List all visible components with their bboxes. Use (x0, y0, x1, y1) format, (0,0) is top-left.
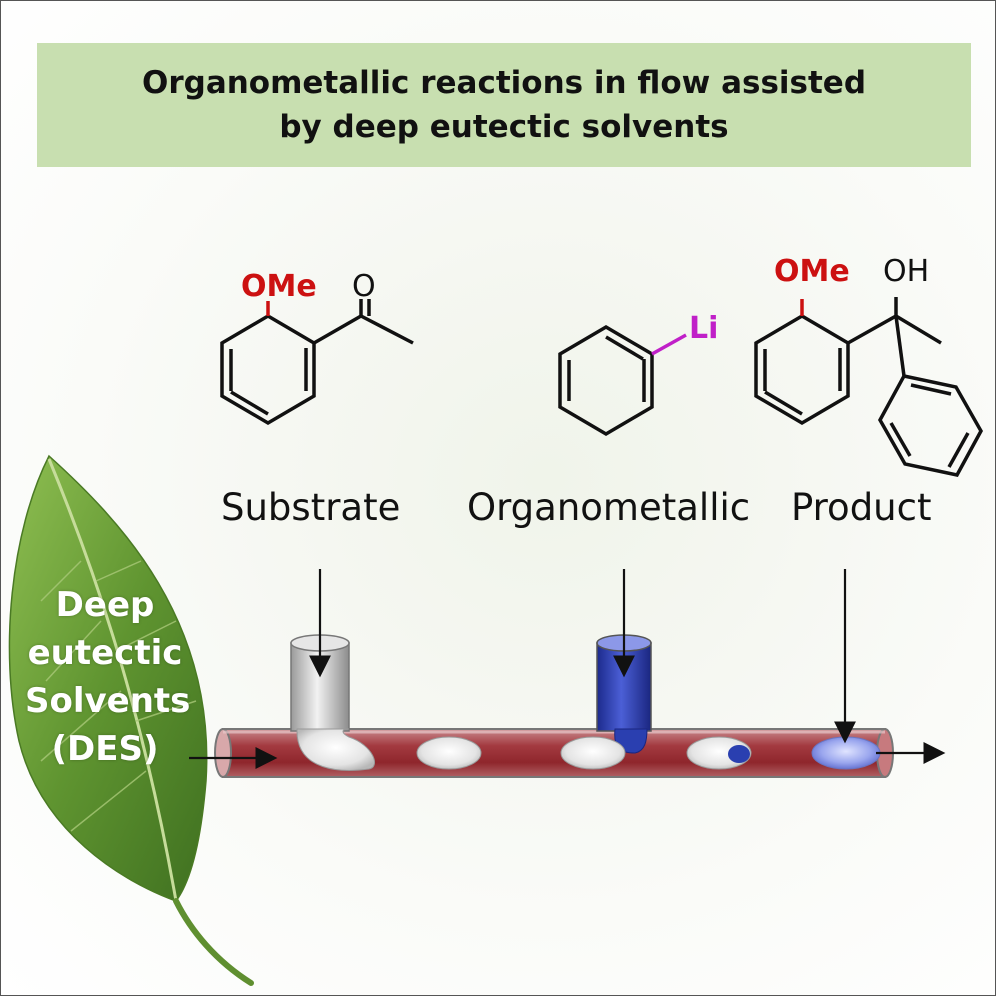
title-line-2: by deep eutectic solvents (279, 109, 729, 145)
substrate-ome-label: OMe (241, 269, 317, 304)
substrate-carbonyl-o-label: O (352, 269, 376, 304)
des-line-4: (DES) (51, 729, 159, 769)
leaf-illustration (8, 454, 254, 986)
product-oh-label: OH (883, 254, 930, 289)
organometallic-label: Organometallic (467, 486, 751, 529)
product-structure (754, 297, 984, 477)
product-label: Product (791, 486, 932, 529)
flow-arrows (189, 569, 946, 769)
substrate-inlet (290, 634, 375, 771)
title-line-1: Organometallic reactions in flow assiste… (141, 65, 867, 101)
substrate-structure (220, 299, 414, 426)
substrate-label: Substrate (221, 486, 401, 529)
title-banner: Organometallic reactions in flow assiste… (37, 43, 971, 167)
phenyllithium-structure (558, 324, 687, 437)
segmented-flow-bubbles (416, 736, 881, 770)
product-ome-label: OMe (774, 254, 850, 289)
des-line-2: eutectic (27, 633, 183, 673)
lithium-label: Li (689, 311, 719, 346)
des-line-3: Solvents (25, 681, 191, 721)
des-label: Deep eutectic Solvents (DES) (25, 581, 191, 773)
des-line-1: Deep (55, 585, 155, 625)
